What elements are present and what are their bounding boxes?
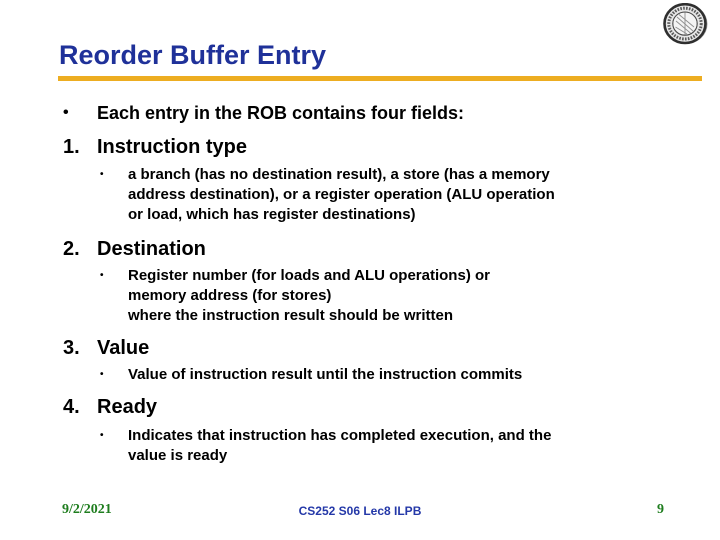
bullet-icon: • <box>63 104 69 121</box>
item-1-heading-row: 1. Instruction type <box>0 134 720 160</box>
item-2-number: 2. <box>63 238 80 260</box>
university-seal-icon <box>662 2 709 45</box>
item-1-detail: a branch (has no destination result), a … <box>128 166 555 223</box>
item-3-number: 3. <box>63 337 80 359</box>
item-4-number: 4. <box>63 396 80 418</box>
item-4-heading: Ready <box>97 396 158 418</box>
slide-title: Reorder Buffer Entry <box>59 40 327 70</box>
item-1-detail-row: • a branch (has no destination result), … <box>0 165 720 225</box>
sub-bullet-icon: • <box>100 430 104 441</box>
intro-text: Each entry in the ROB contains four fiel… <box>97 103 465 123</box>
footer-course-label: CS252 S06 Lec8 ILPB <box>298 504 422 518</box>
item-2-heading-row: 2. Destination <box>0 236 720 262</box>
item-2-detail: Register number (for loads and ALU opera… <box>128 267 490 324</box>
item-3-heading-row: 3. Value <box>0 335 720 361</box>
footer-page-number: 9 <box>657 502 664 517</box>
item-3-detail-row: • Value of instruction result until the … <box>0 365 720 385</box>
item-4-heading-row: 4. Ready <box>0 394 720 420</box>
item-4-detail: Indicates that instruction has completed… <box>128 427 552 464</box>
footer-date: 9/2/2021 <box>62 502 112 517</box>
item-3-heading: Value <box>97 337 150 359</box>
item-3-detail: Value of instruction result until the in… <box>128 366 523 383</box>
sub-bullet-icon: • <box>100 369 104 380</box>
item-2-detail-row: • Register number (for loads and ALU ope… <box>0 266 720 326</box>
title-underline-rule <box>58 76 702 81</box>
intro-bullet-row: • Each entry in the ROB contains four fi… <box>0 101 720 125</box>
sub-bullet-icon: • <box>100 169 104 180</box>
item-4-detail-row: • Indicates that instruction has complet… <box>0 426 720 466</box>
item-2-heading: Destination <box>97 238 206 260</box>
item-1-heading: Instruction type <box>97 136 248 158</box>
sub-bullet-icon: • <box>100 270 104 281</box>
slide-footer: 9/2/2021 CS252 S06 Lec8 ILPB 9 <box>0 502 720 522</box>
slide-body: • Each entry in the ROB contains four fi… <box>0 96 720 466</box>
item-1-number: 1. <box>63 136 80 158</box>
